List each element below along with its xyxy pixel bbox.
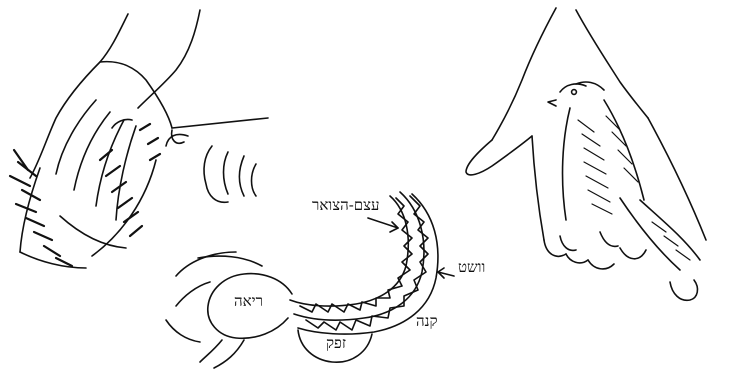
label-trachea: קנה [416,314,438,329]
label-lung: ריאה [234,294,263,309]
label-esophagus: וושט [458,260,485,275]
pigeon-feathers [578,116,690,260]
label-neck-bone: עצם-הצואר [312,198,379,213]
left-hands-holding-bird [20,10,268,268]
left-bird-feathers [10,124,160,266]
anatomy-diagram [166,192,454,368]
label-crop: זפק [326,336,346,351]
neck-bone-zigzag [300,198,412,312]
right-hand-with-pigeon [466,8,706,300]
